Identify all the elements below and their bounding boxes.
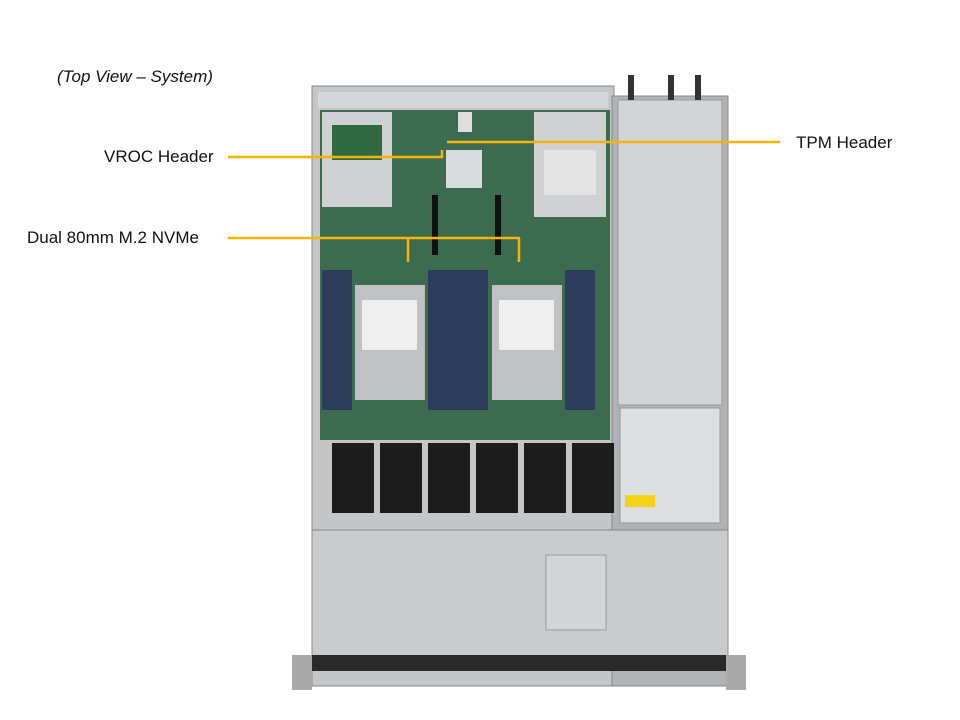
power-supply (617, 99, 723, 406)
m2-nvme-label: Dual 80mm M.2 NVMe (27, 228, 199, 247)
fans (332, 443, 614, 513)
vroc-header-label: VROC Header (104, 147, 214, 166)
figure-title: (Top View – System) (57, 67, 213, 86)
dimm-slots (322, 270, 595, 410)
tpm-header-label: TPM Header (796, 133, 893, 152)
pch-heatsink (446, 150, 482, 188)
vroc-callout-line (228, 150, 444, 159)
